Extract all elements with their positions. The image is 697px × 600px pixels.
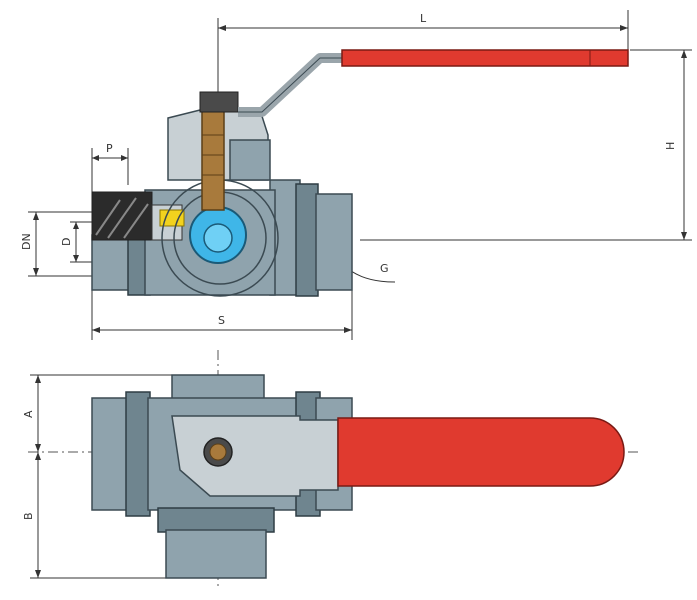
right-pipe-end	[315, 193, 353, 291]
valve-seat	[159, 209, 185, 227]
left-pipe-end	[91, 234, 133, 291]
dimension-p: P	[91, 142, 129, 195]
label-l: L	[420, 12, 427, 25]
bonnet-side	[229, 139, 271, 181]
ball-bore	[203, 223, 233, 253]
label-g: G	[380, 262, 389, 275]
dimension-ab: A B	[22, 374, 180, 579]
right-collar	[295, 183, 319, 297]
left-collar-plan	[125, 391, 151, 517]
bottom-port	[165, 529, 267, 579]
label-p: P	[106, 142, 113, 155]
dimension-h: H	[360, 49, 692, 241]
handle-plate	[171, 415, 339, 497]
label-b: B	[22, 512, 35, 520]
label-dn: DN	[20, 233, 33, 250]
top-view: A B	[22, 350, 640, 590]
lever-handle-plan	[337, 417, 625, 487]
bottom-collar	[157, 507, 275, 533]
stem	[201, 109, 225, 211]
dimension-dn: DN D	[20, 211, 100, 277]
stem-nut	[199, 91, 239, 113]
label-s: S	[218, 314, 225, 327]
label-h: H	[664, 142, 677, 150]
label-d: D	[60, 238, 73, 246]
dimension-s: S	[91, 290, 353, 340]
lever-handle-icon	[341, 49, 629, 67]
stem-top	[209, 443, 227, 461]
side-view: L H P DN	[20, 10, 692, 340]
section-cut	[91, 191, 185, 241]
label-a: A	[22, 410, 35, 418]
